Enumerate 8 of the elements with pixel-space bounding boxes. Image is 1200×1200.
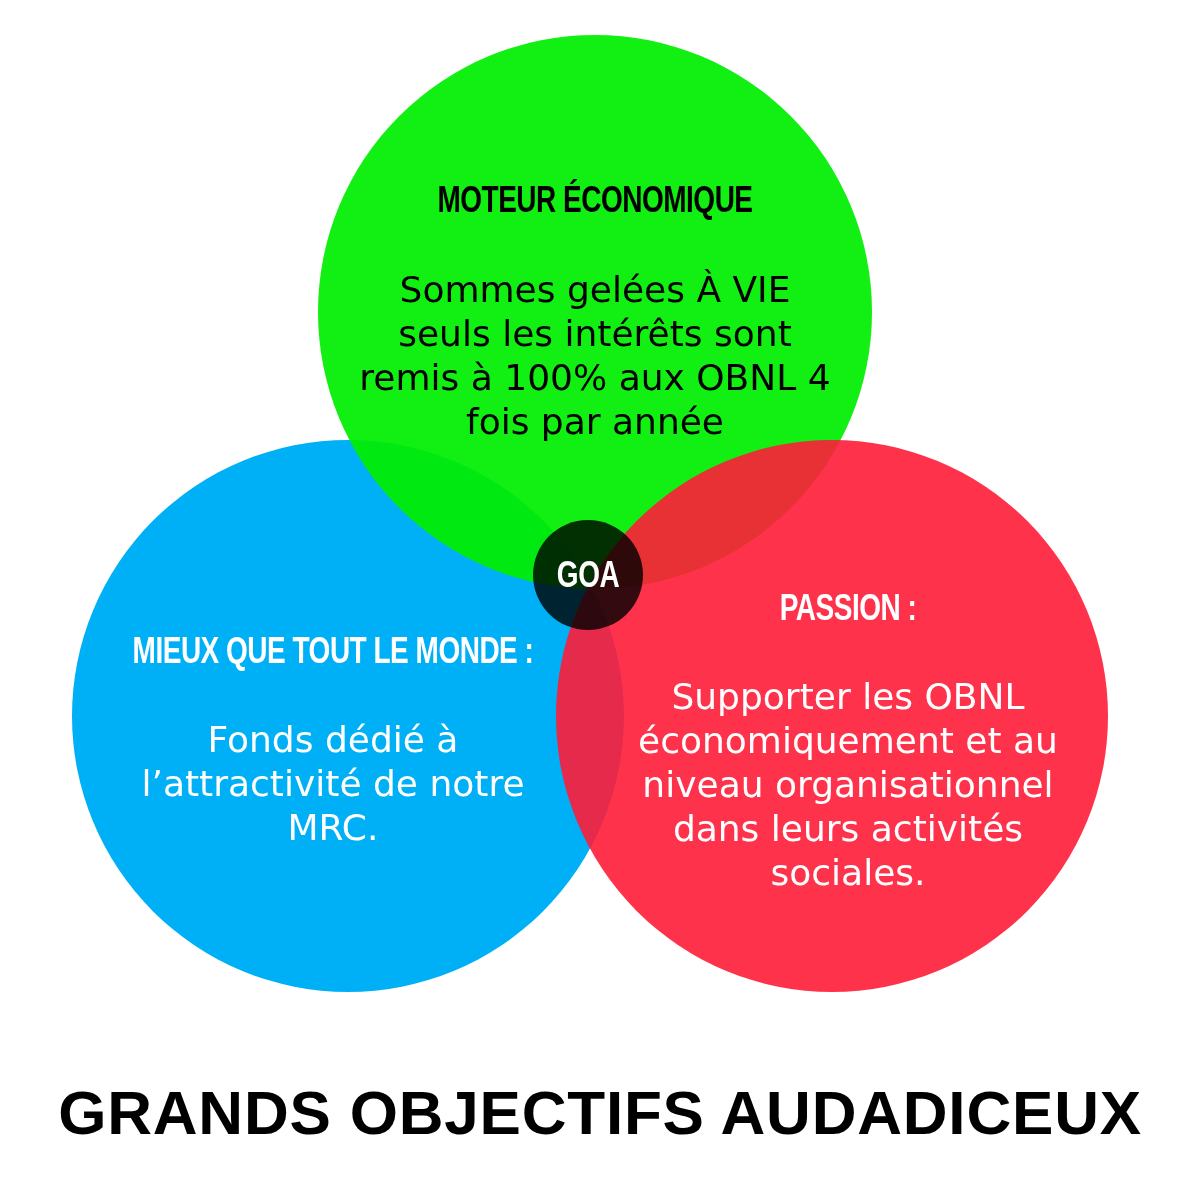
circle-heading: MIEUX QUE TOUT LE MONDE : [132, 629, 534, 673]
circle-heading: PASSION : [779, 586, 917, 630]
circle-text: Supporter les OBNL économiquement et au niveau organisationnel dans leurs activités sociales. [637, 675, 1059, 895]
circle-text: Sommes gelées À VIE seuls les intérêts sont remis à 100% aux OBNL 4 fois par année [358, 268, 832, 444]
circle-text: Fonds dédié à l’attractivité de notre MRC. [140, 718, 526, 850]
diagram-title: GRANDS OBJECTIFS AUDADICEUX [58, 1077, 1142, 1149]
circle-heading: MOTEUR ÉCONOMIQUE [437, 178, 753, 222]
center-label: GOA [556, 553, 620, 597]
